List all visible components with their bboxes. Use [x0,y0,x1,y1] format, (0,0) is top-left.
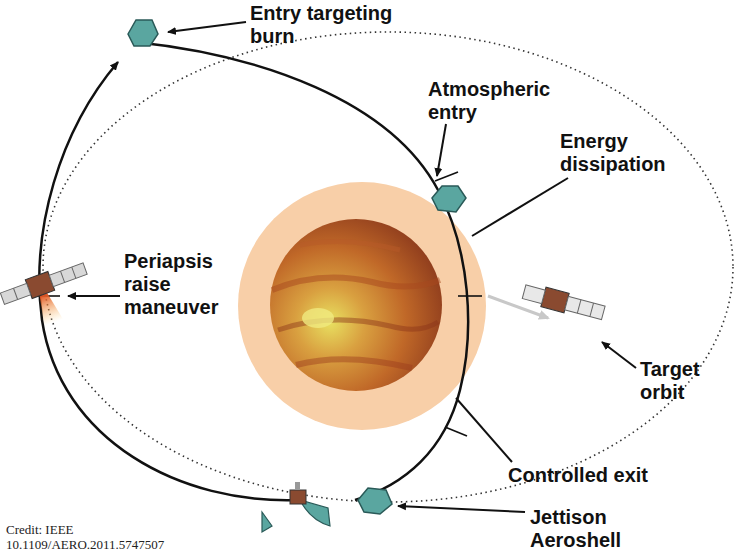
maneuver-label: Periapsis raise maneuver [124,250,228,319]
orbit-label: Target orbit [640,358,730,404]
maneuver-label: Entry targeting burn [250,2,420,48]
phase-label: Controlled exit [508,464,708,487]
phase-label: Energy dissipation [560,130,682,176]
phase-label: Atmospheric entry [428,78,560,124]
event-label: Jettison Aeroshell [530,506,648,552]
credit-note: Credit: IEEE 10.1109/AERO.2011.5747507 [6,522,188,552]
